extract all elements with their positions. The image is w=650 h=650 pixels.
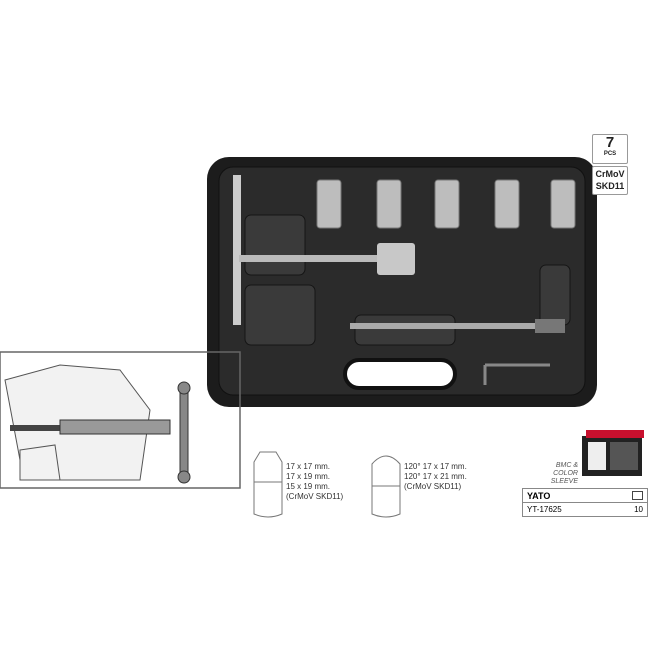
- tool-case-photo: [207, 157, 597, 407]
- spec-120-bits: 120° 17 x 17 mm.120° 17 x 21 mm. (CrMoV …: [404, 462, 467, 492]
- material-badge: CrMoV SKD11: [592, 166, 628, 195]
- spec-line: 120° 17 x 21 mm.: [404, 472, 467, 481]
- piece-count: 7: [605, 134, 615, 151]
- spec-line: 120° 17 x 17 mm.: [404, 462, 467, 471]
- spec-line: 17 x 19 mm.: [286, 472, 331, 481]
- spec-flat-bits: 17 x 17 mm.17 x 19 mm. 15 x 19 mm.(CrMoV…: [286, 462, 343, 502]
- engine-illustration: [0, 351, 241, 489]
- cutter-bit-flat-icon: [253, 451, 283, 518]
- spec-line: (CrMoV SKD11): [286, 492, 344, 501]
- packaging-label: BMC & COLOR SLEEVE: [550, 462, 578, 485]
- table-row: YT-17625 10: [523, 502, 647, 516]
- box-icon: [632, 491, 643, 500]
- spec-line: 15 x 19 mm.: [286, 482, 331, 491]
- brand-logo: YATO: [527, 490, 551, 501]
- product-code: YT-17625: [527, 505, 562, 514]
- spec-line: (CrMoV SKD11): [404, 482, 462, 491]
- cutter-bits: [316, 179, 576, 229]
- product-table: YATO YT-17625 10: [522, 488, 648, 517]
- piece-count-badge: 7 PCS: [592, 134, 628, 164]
- table-header-row: YATO: [523, 489, 647, 502]
- packaging-box-photo: [582, 430, 644, 476]
- cutter-bit-120-icon: [371, 455, 401, 518]
- spec-line: 17 x 17 mm.: [286, 462, 331, 471]
- box-quantity: 10: [634, 505, 643, 514]
- piece-unit: PCS: [603, 151, 617, 157]
